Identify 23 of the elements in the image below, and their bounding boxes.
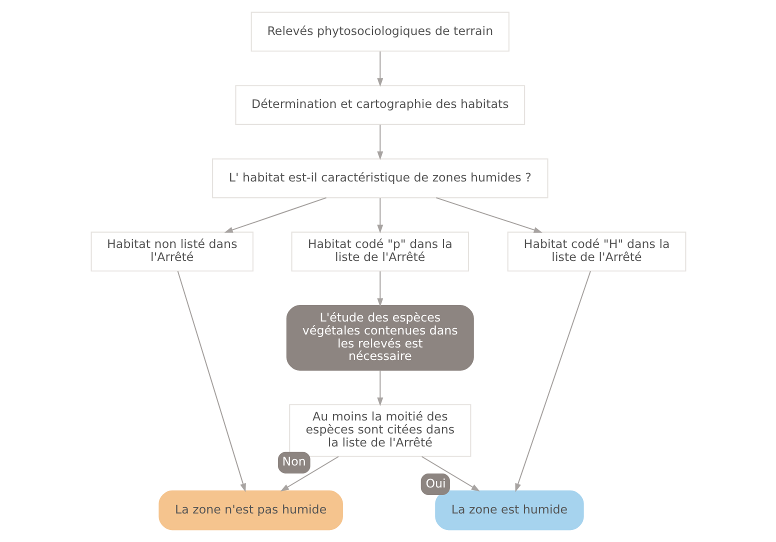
arrow [376,198,383,234]
node-box: La zone est humide [434,490,584,530]
node-box: Détermination et cartographie des habitats [234,85,525,125]
edge-label: Non [282,454,306,469]
arrow [376,124,383,160]
arrow [376,370,383,406]
node-box: Habitat non listé dans l'Arrêté [90,232,254,272]
node-box: L'étude des espèces végétales contenues dans les relevés est nécessaire [286,304,474,371]
node-box: Au moins la moitié des espèces sont citées dans la liste de l'Arrêté [288,404,471,457]
arrow [224,197,326,233]
node-box: L' habitat est-il caractéristique de zones humides ? [212,158,548,198]
arrow [436,197,542,233]
node-box: La zone n'est pas humide [158,490,342,530]
node-box: Habitat codé "p" dans la liste de l'Arrêté [290,232,469,272]
arrow [176,270,246,492]
arrow [514,270,590,492]
arrow [421,456,480,492]
edge-label: Oui [425,476,446,490]
arrow [376,271,383,307]
node-box: Habitat codé "H" dans la liste de l'Arrêté [506,232,686,272]
arrow [280,456,338,492]
node-box: Relevés phytosociologiques de terrain [250,12,509,52]
arrow [376,52,383,87]
